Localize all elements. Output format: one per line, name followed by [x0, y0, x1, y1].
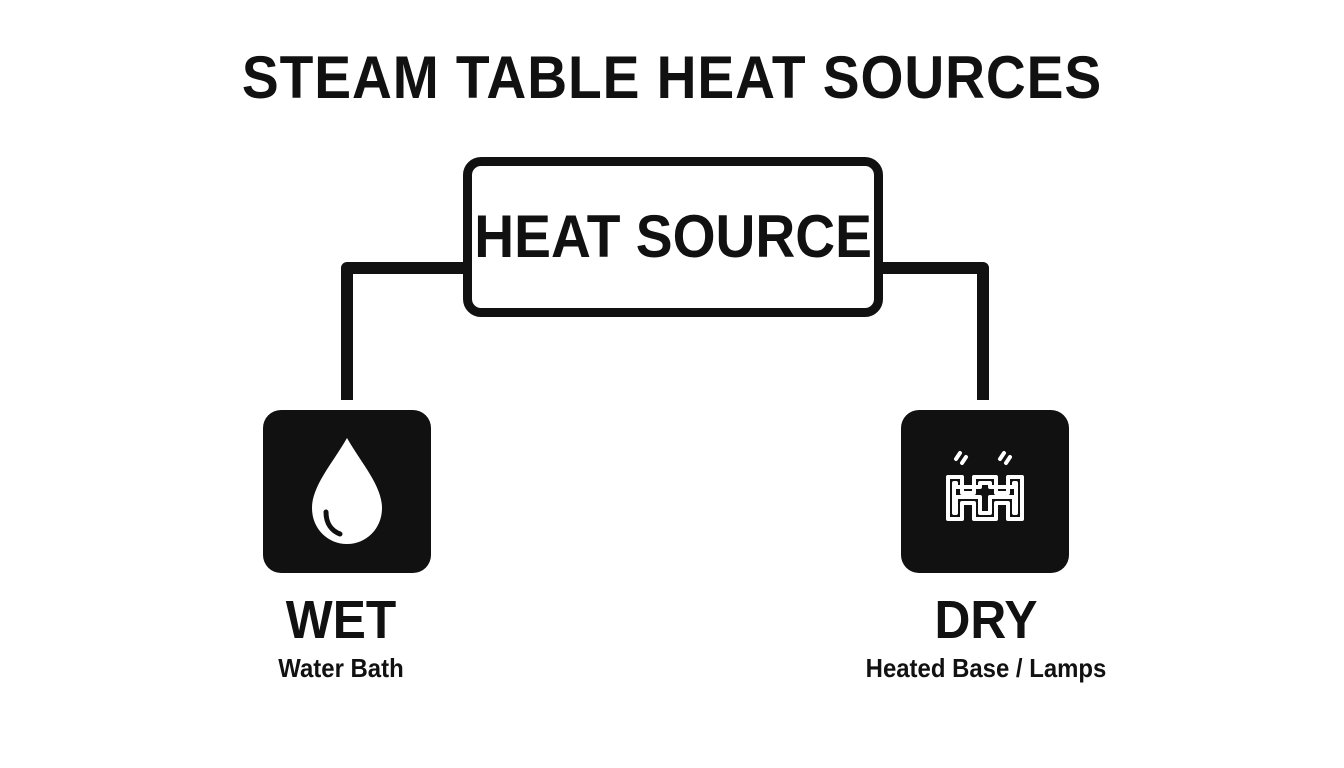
heating-element-icon	[946, 450, 1024, 521]
wet-icon-tile	[263, 410, 431, 573]
diagram-title: STEAM TABLE HEAT SOURCES	[241, 44, 1103, 111]
dry-title: DRY	[934, 590, 1038, 650]
water-drop-icon	[312, 437, 382, 544]
connector-wet	[341, 262, 463, 400]
connector-dry	[883, 262, 989, 400]
wet-subtitle: Water Bath	[278, 653, 404, 683]
heat-source-label: HEAT SOURCE	[474, 203, 872, 270]
dry-subtitle: Heated Base / Lamps	[865, 653, 1107, 683]
dry-icon-tile	[901, 410, 1069, 573]
wet-title: WET	[285, 590, 397, 650]
heat-source-node: HEAT SOURCE	[463, 157, 883, 317]
